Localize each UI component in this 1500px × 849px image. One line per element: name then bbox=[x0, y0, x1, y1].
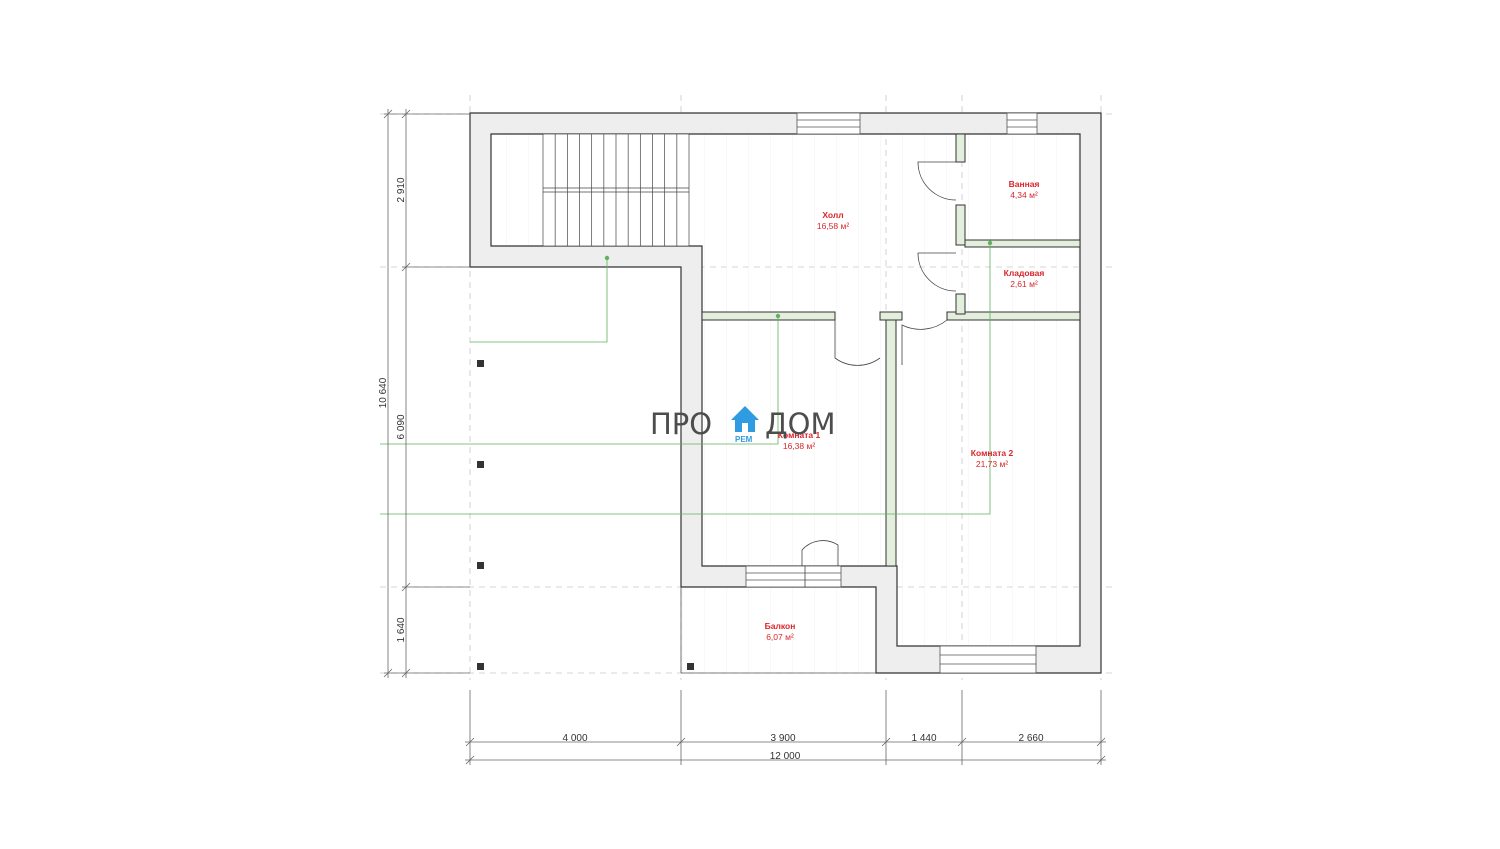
room-name-hall: Холл bbox=[822, 210, 843, 220]
room-name-balcony: Балкон bbox=[765, 621, 796, 631]
doors bbox=[801, 161, 957, 587]
room-area-room1: 16,38 м² bbox=[783, 441, 815, 451]
logo-subtext: РЕМ bbox=[735, 435, 753, 444]
room-area-storage: 2,61 м² bbox=[1010, 279, 1038, 289]
dim-bottom-4: 2 660 bbox=[1018, 733, 1043, 744]
guide-lines bbox=[380, 240, 993, 515]
room-area-room2: 21,73 м² bbox=[976, 459, 1008, 469]
columns bbox=[477, 360, 694, 670]
bottom-dimensions bbox=[465, 690, 1106, 765]
room-area-hall: 16,58 м² bbox=[817, 221, 849, 231]
room-name-bathroom: Ванная bbox=[1009, 179, 1040, 189]
dim-left-1: 2 910 bbox=[396, 177, 407, 202]
balcony-edge bbox=[680, 587, 876, 674]
dim-bottom-2: 3 900 bbox=[770, 733, 795, 744]
dim-bottom-1: 4 000 bbox=[562, 733, 587, 744]
left-dimensions bbox=[383, 109, 470, 678]
dim-bottom-3: 1 440 bbox=[911, 733, 936, 744]
dim-left-3: 1 640 bbox=[396, 617, 407, 642]
logo: ПРО РЕМ ДОМ bbox=[650, 406, 836, 444]
dim-left-2: 6 090 bbox=[396, 414, 407, 439]
dim-total-height: 10 640 bbox=[378, 377, 389, 408]
logo-text-right: ДОМ bbox=[765, 407, 836, 441]
room-name-room2: Комната 2 bbox=[971, 448, 1014, 458]
bottom-dimension-labels: 4 000 3 900 1 440 2 660 12 000 bbox=[562, 733, 1043, 762]
dim-total-width: 12 000 bbox=[770, 751, 801, 762]
room-name-storage: Кладовая bbox=[1004, 268, 1045, 278]
partitions bbox=[701, 133, 1081, 567]
house-icon bbox=[731, 406, 759, 432]
room-area-bathroom: 4,34 м² bbox=[1010, 190, 1038, 200]
logo-text-left: ПРО bbox=[650, 407, 712, 441]
windows bbox=[745, 112, 1038, 674]
room-name-room1: Комната 1 bbox=[778, 430, 821, 440]
room-area-balcony: 6,07 м² bbox=[766, 632, 794, 642]
stairs bbox=[542, 133, 690, 247]
room-labels: Ванная 4,34 м² Холл 16,58 м² Кладовая 2,… bbox=[765, 179, 1045, 642]
left-dimension-labels: 2 910 6 090 1 640 10 640 bbox=[378, 177, 407, 642]
